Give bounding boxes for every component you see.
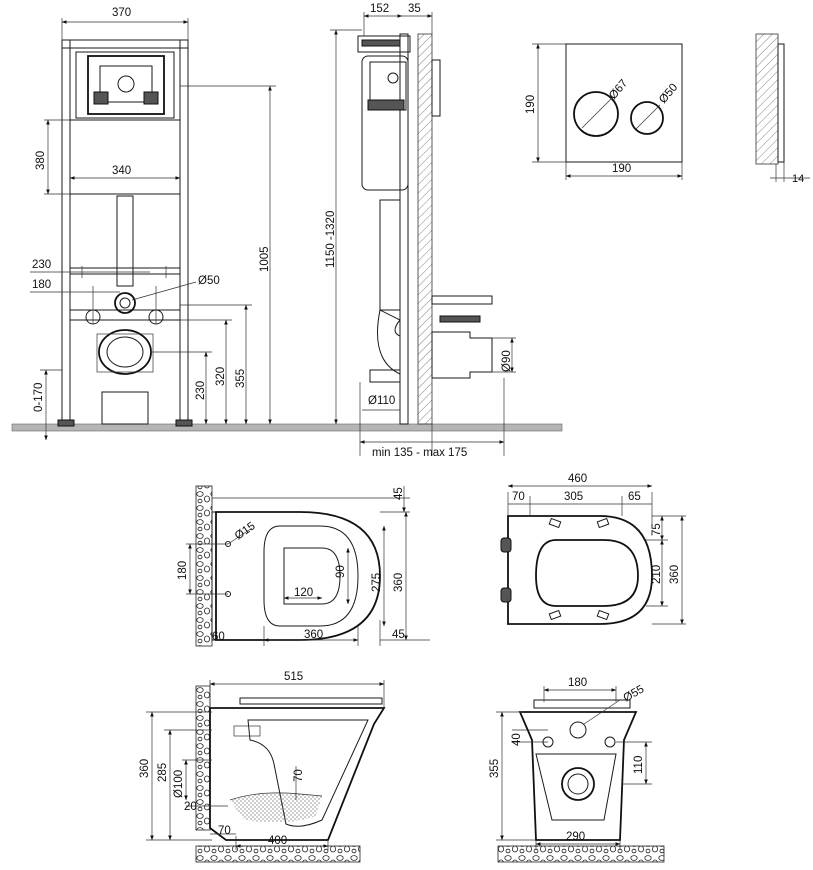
floor-line-top <box>11 423 563 432</box>
dim-bottom-height: 230 <box>195 381 207 400</box>
dim-bowl-length: 515 <box>284 671 303 683</box>
dim-back-base-width: 290 <box>566 831 585 843</box>
seat-top-view <box>500 515 653 625</box>
dim-button-small: Ø50 <box>657 82 680 106</box>
dim-seat-front-height: 75 <box>651 523 663 536</box>
flush-plate-side: 14 <box>755 33 810 185</box>
frame-side-view <box>357 33 493 425</box>
dim-side-depth-top: 152 <box>370 3 389 15</box>
dim-outlet-height-355: 355 <box>235 369 247 388</box>
bowl-top-dimensions: 45 Ø15 180 60 360 45 120 90 275 360 <box>177 486 430 646</box>
dim-bottom-offset: 60 <box>212 631 225 643</box>
frame-front-dimensions: 370 380 340 230 180 Ø50 1005 355 320 230… <box>30 7 276 441</box>
dim-leg-adjust: 0-170 <box>33 383 45 412</box>
dim-frame-width: 370 <box>112 7 131 19</box>
dim-side-depth-wall: 35 <box>408 3 421 15</box>
flush-plate-front <box>565 43 683 163</box>
dim-outlet-height: 285 <box>157 763 169 782</box>
dim-pipe-diameter: Ø50 <box>198 275 220 287</box>
bowl-side-view <box>195 685 386 863</box>
dim-inner-spacing: 180 <box>32 279 51 291</box>
dim-connector-diameter: Ø90 <box>501 350 513 372</box>
frame-side-dimensions: 152 35 1150 -1320 Ø110 Ø90 min 135 - max… <box>325 3 516 459</box>
dim-axis-height: 1005 <box>259 246 271 272</box>
dim-bowl-projection: 45 <box>393 487 405 500</box>
dim-back-hole-offset: 40 <box>511 733 523 746</box>
dim-hinge-front: 70 <box>512 491 525 503</box>
seat-top-dimensions: 460 70 305 65 75 210 360 <box>507 473 686 625</box>
bowl-back-dimensions: 180 Ø55 40 355 110 290 <box>489 677 652 850</box>
dim-install-height: 1150 -1320 <box>325 211 337 268</box>
dim-width-outer: 360 <box>393 573 405 592</box>
dim-water-depth: 70 <box>293 769 305 782</box>
dim-bowl-depth: 360 <box>304 629 323 641</box>
dim-plate-height: 190 <box>525 95 537 114</box>
dim-seat-length: 460 <box>568 473 587 485</box>
dim-width-inner: 275 <box>371 573 383 592</box>
dim-plate-width: 190 <box>612 163 631 175</box>
dim-hinge-spacing: 305 <box>564 491 583 503</box>
dim-bowl-height: 360 <box>139 759 151 778</box>
flush-plate-dimensions: 190 190 Ø67 Ø50 <box>525 43 683 180</box>
dim-wall-offset: min 135 - max 175 <box>372 447 467 459</box>
dim-back-height: 355 <box>489 759 501 778</box>
dim-back-top-width: 180 <box>568 677 587 689</box>
dim-outer-spacing: 230 <box>32 259 51 271</box>
dim-panel-width: 340 <box>112 165 131 177</box>
frame-front-view <box>57 39 193 427</box>
bowl-side-dimensions: 515 360 285 Ø100 70 20 70 400 <box>139 671 385 850</box>
flush-button-small <box>630 101 664 135</box>
dim-hole-diameter: Ø15 <box>233 520 258 542</box>
dim-seat-total-height: 360 <box>669 565 681 584</box>
dim-outlet-diameter: Ø100 <box>173 770 185 798</box>
dim-panel-height: 380 <box>35 151 47 170</box>
dim-base-length: 400 <box>268 835 287 847</box>
dim-button-large: Ø67 <box>607 78 630 102</box>
dim-hinge-back: 65 <box>628 491 641 503</box>
dim-rim-offset: 45 <box>392 629 405 641</box>
dim-back-pipe-diameter: Ø55 <box>622 683 647 704</box>
dim-base-gap: 20 <box>184 801 197 813</box>
dim-base-offset: 70 <box>218 825 231 837</box>
dim-bolt-spacing: 180 <box>177 561 189 580</box>
dim-seat-inner-height: 210 <box>651 565 663 584</box>
dim-inner-width: 120 <box>294 587 313 599</box>
flush-button-large <box>573 91 619 137</box>
dim-plate-thickness: 14 <box>792 173 804 185</box>
dim-back-hole-height: 110 <box>633 756 645 774</box>
bowl-top-view <box>195 485 381 647</box>
dim-outlet-height-320: 320 <box>215 367 227 386</box>
dim-drain-diameter: Ø110 <box>368 395 395 407</box>
dim-inner-depth: 90 <box>335 565 347 578</box>
